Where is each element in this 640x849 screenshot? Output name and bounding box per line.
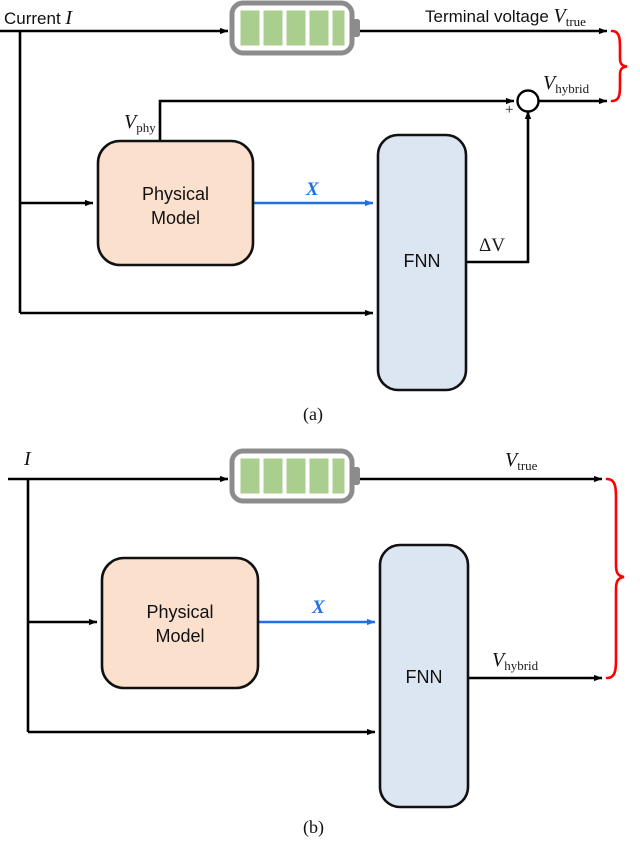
physical-model-box [96,139,255,267]
fnn-label: FNN [403,251,441,271]
battery-output-label: Vtrue [505,449,538,473]
battery-output-label: Terminal voltage Vtrue [425,5,586,29]
input-symbol: I [65,7,73,29]
panel-a-caption: (a) [303,404,323,424]
input-label-text: I [24,449,31,469]
fnn-box [378,543,470,809]
battery-cell [240,10,260,46]
wire-deltav-to-sum [466,110,532,264]
panel-a-wires [0,27,628,392]
feature-vector-label: X [306,179,319,200]
vphy-symbol: V [124,111,137,133]
comparison-brace [605,477,625,680]
fnn-label: FNN [405,667,443,687]
vtrue-symbol: V [553,5,566,27]
hybrid-output-label: Vhybrid [492,649,539,673]
wire-vphy-to-sum [158,97,515,141]
panel-b-caption: (b) [303,817,324,837]
battery-icon [229,0,360,56]
sum-plus-sign: + [505,102,514,118]
battery-cell [309,458,329,494]
battery-cell [332,458,345,494]
input-symbol: I [24,448,31,470]
battery-cell [286,458,306,494]
physical-model-label-line1: Physical [146,602,214,622]
physical-model-label: Physical Model [98,183,253,231]
battery-terminal [352,467,360,485]
battery-cell [332,10,345,46]
physical-model-label-line2: Model [150,207,201,228]
fnn-output-label: ΔV [479,235,505,256]
input-label-text: Current I [4,7,73,29]
physical-model-box [100,556,260,690]
vhybrid-subscript: hybrid [504,658,539,673]
sum-junction [516,89,540,113]
vphy-subscript: phy [136,120,156,135]
battery-cell [286,10,306,46]
battery-cell [263,10,283,46]
panel-b-wires [8,475,625,809]
battery-cell [263,458,283,494]
feature-vector-label: X [312,597,325,618]
physical-model-label: Physical Model [102,601,258,649]
physical-model-label-line2: Model [155,625,205,646]
vhybrid-symbol: V [543,72,556,94]
battery-terminal [352,19,360,37]
vhybrid-subscript: hybrid [555,81,590,96]
physical-model-label-line1: Physical [141,184,210,204]
comparison-brace [610,29,628,103]
battery-icon [229,448,360,504]
vtrue-subscript: true [565,14,586,29]
battery-cell [240,458,260,494]
vtrue-symbol: V [505,449,518,471]
vtrue-subscript: true [517,458,538,473]
vhybrid-symbol: V [492,649,505,671]
hybrid-output-label: Vhybrid [543,72,590,96]
fnn-box [376,133,468,392]
physical-model-output-label: Vphy [124,111,156,135]
battery-cell [309,10,329,46]
